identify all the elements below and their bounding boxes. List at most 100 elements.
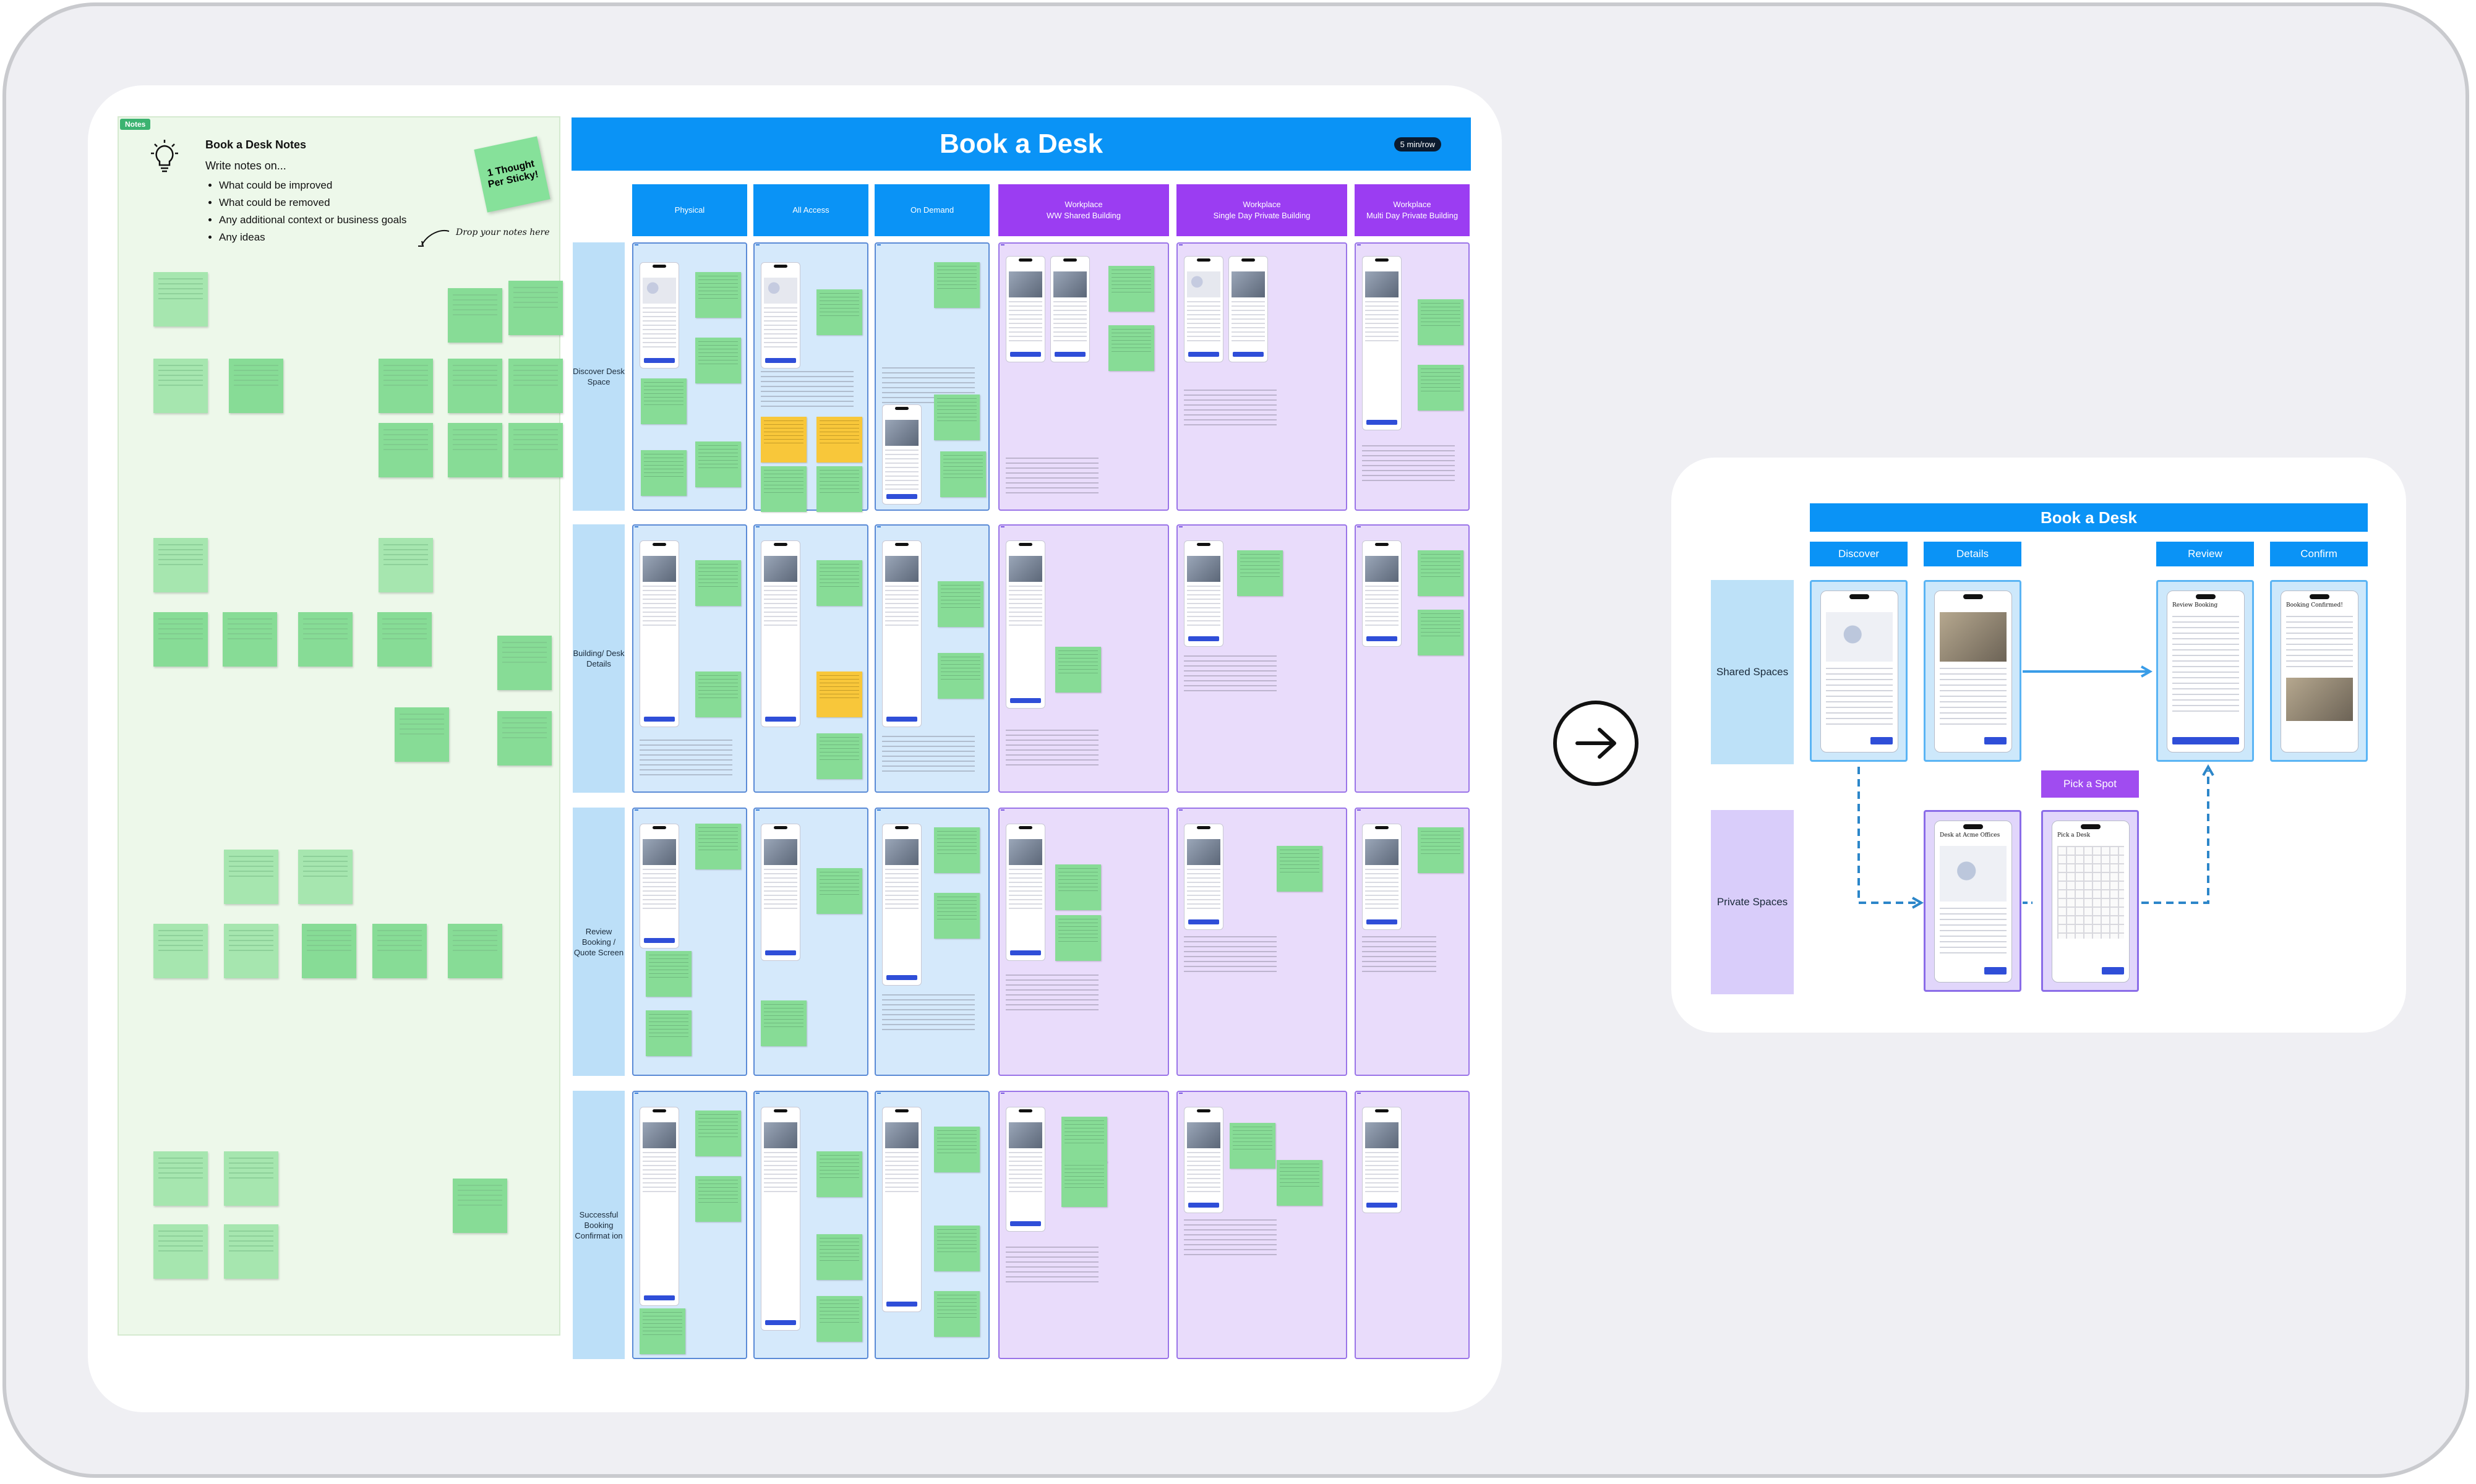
board-cell[interactable] <box>632 1091 747 1359</box>
sticky-note[interactable] <box>938 653 983 699</box>
screen-thumbnail[interactable] <box>1362 540 1402 647</box>
sticky-note[interactable] <box>448 288 502 343</box>
sticky-note[interactable] <box>695 672 741 717</box>
sticky-note[interactable] <box>379 423 433 477</box>
screen-thumbnail[interactable] <box>761 1107 800 1331</box>
sticky-note[interactable] <box>395 707 449 762</box>
sticky-note[interactable] <box>816 417 862 463</box>
sticky-note[interactable] <box>816 289 862 335</box>
screen-thumbnail[interactable] <box>1006 824 1045 961</box>
screen-thumbnail[interactable] <box>1006 540 1045 709</box>
board-cell[interactable] <box>998 242 1169 511</box>
review-screen-card[interactable]: Review Booking <box>2156 580 2254 762</box>
sticky-note[interactable] <box>1418 610 1463 655</box>
sticky-note[interactable] <box>641 378 687 424</box>
screen-thumbnail[interactable] <box>882 824 922 986</box>
sticky-note[interactable] <box>153 272 208 326</box>
screen-thumbnail[interactable] <box>640 1107 679 1306</box>
screen-thumbnail[interactable] <box>761 540 800 727</box>
sticky-note[interactable] <box>695 1111 741 1156</box>
sticky-note[interactable] <box>934 893 980 939</box>
sticky-note[interactable] <box>379 359 433 413</box>
board-cell[interactable] <box>753 242 868 512</box>
sticky-note[interactable] <box>934 394 980 440</box>
sticky-note[interactable] <box>695 560 741 606</box>
screen-thumbnail[interactable] <box>761 262 800 369</box>
screen-thumbnail[interactable] <box>1184 540 1223 647</box>
board-cell[interactable] <box>1176 524 1347 793</box>
board-cell[interactable] <box>632 808 747 1076</box>
arrow-right-icon[interactable] <box>1553 700 1639 787</box>
sticky-note[interactable] <box>1055 915 1101 961</box>
sticky-note[interactable] <box>379 538 433 592</box>
board-cell[interactable] <box>875 524 990 793</box>
board-cell[interactable] <box>998 808 1169 1076</box>
screen-thumbnail[interactable] <box>882 540 922 727</box>
screen-thumbnail[interactable] <box>1050 256 1090 362</box>
screen-thumbnail[interactable] <box>640 540 679 727</box>
discover-screen-card[interactable] <box>1810 580 1908 762</box>
sticky-note[interactable] <box>761 466 807 512</box>
sticky-note[interactable] <box>934 1127 980 1172</box>
screen-thumbnail[interactable] <box>640 262 679 369</box>
sticky-note[interactable] <box>938 581 983 627</box>
screen-thumbnail[interactable] <box>1228 256 1268 362</box>
board-cell[interactable] <box>1355 524 1470 793</box>
sticky-note[interactable] <box>224 850 278 904</box>
board-cell[interactable] <box>1355 1091 1470 1359</box>
board-cell[interactable] <box>875 242 990 511</box>
board-cell[interactable] <box>1355 808 1470 1076</box>
sticky-note[interactable] <box>695 824 741 869</box>
sticky-note[interactable] <box>153 1224 208 1279</box>
sticky-note[interactable] <box>1108 266 1154 312</box>
sticky-note[interactable] <box>153 612 208 667</box>
sticky-note[interactable] <box>224 1224 278 1279</box>
sticky-note[interactable] <box>641 450 687 496</box>
board-cell[interactable] <box>1176 1091 1347 1359</box>
screen-thumbnail[interactable] <box>1006 1107 1045 1232</box>
board-cell[interactable] <box>998 524 1169 793</box>
sticky-note[interactable] <box>646 1010 692 1056</box>
sticky-note[interactable] <box>508 423 563 477</box>
board-cell[interactable] <box>753 808 868 1076</box>
sticky-note[interactable] <box>1277 846 1322 892</box>
sticky-note[interactable] <box>761 417 807 463</box>
sticky-note[interactable] <box>448 359 502 413</box>
sticky-note[interactable] <box>224 1151 278 1206</box>
sticky-note[interactable] <box>298 850 353 904</box>
confirm-screen-card[interactable]: Booking Confirmed! <box>2270 580 2368 762</box>
sticky-note[interactable] <box>934 1226 980 1271</box>
details-screen-card[interactable] <box>1924 580 2021 762</box>
sticky-note[interactable] <box>695 1176 741 1222</box>
board-cell[interactable] <box>1176 242 1347 511</box>
board-cell[interactable] <box>753 524 868 793</box>
sticky-note[interactable] <box>1230 1123 1275 1169</box>
sticky-note[interactable] <box>153 924 208 978</box>
sticky-note[interactable] <box>816 466 862 512</box>
thought-sticky[interactable]: 1 Thought Per Sticky! <box>474 136 550 213</box>
sticky-note[interactable] <box>229 359 283 413</box>
sticky-note[interactable] <box>816 672 862 717</box>
board-cell[interactable] <box>1176 808 1347 1076</box>
board-cell[interactable] <box>875 808 990 1076</box>
sticky-note[interactable] <box>695 272 741 318</box>
sticky-note[interactable] <box>816 868 862 914</box>
sticky-note[interactable] <box>153 1151 208 1206</box>
sticky-note[interactable] <box>453 1179 507 1233</box>
sticky-note[interactable] <box>508 281 563 335</box>
board-cell[interactable] <box>632 524 747 793</box>
screen-thumbnail[interactable] <box>1362 256 1402 430</box>
board-cell[interactable] <box>632 242 747 511</box>
sticky-note[interactable] <box>934 827 980 873</box>
sticky-note[interactable] <box>1418 550 1463 596</box>
sticky-note[interactable] <box>448 423 502 477</box>
sticky-note[interactable] <box>940 451 986 497</box>
sticky-note[interactable] <box>1418 365 1463 411</box>
screen-thumbnail[interactable] <box>1184 1107 1223 1213</box>
screen-thumbnail[interactable] <box>1362 1107 1402 1213</box>
sticky-note[interactable] <box>153 359 208 413</box>
sticky-note[interactable] <box>816 1234 862 1280</box>
private-details-screen-card[interactable]: Desk at Acme Offices <box>1924 810 2021 992</box>
screen-thumbnail[interactable] <box>1006 256 1045 362</box>
sticky-note[interactable] <box>1061 1117 1107 1162</box>
